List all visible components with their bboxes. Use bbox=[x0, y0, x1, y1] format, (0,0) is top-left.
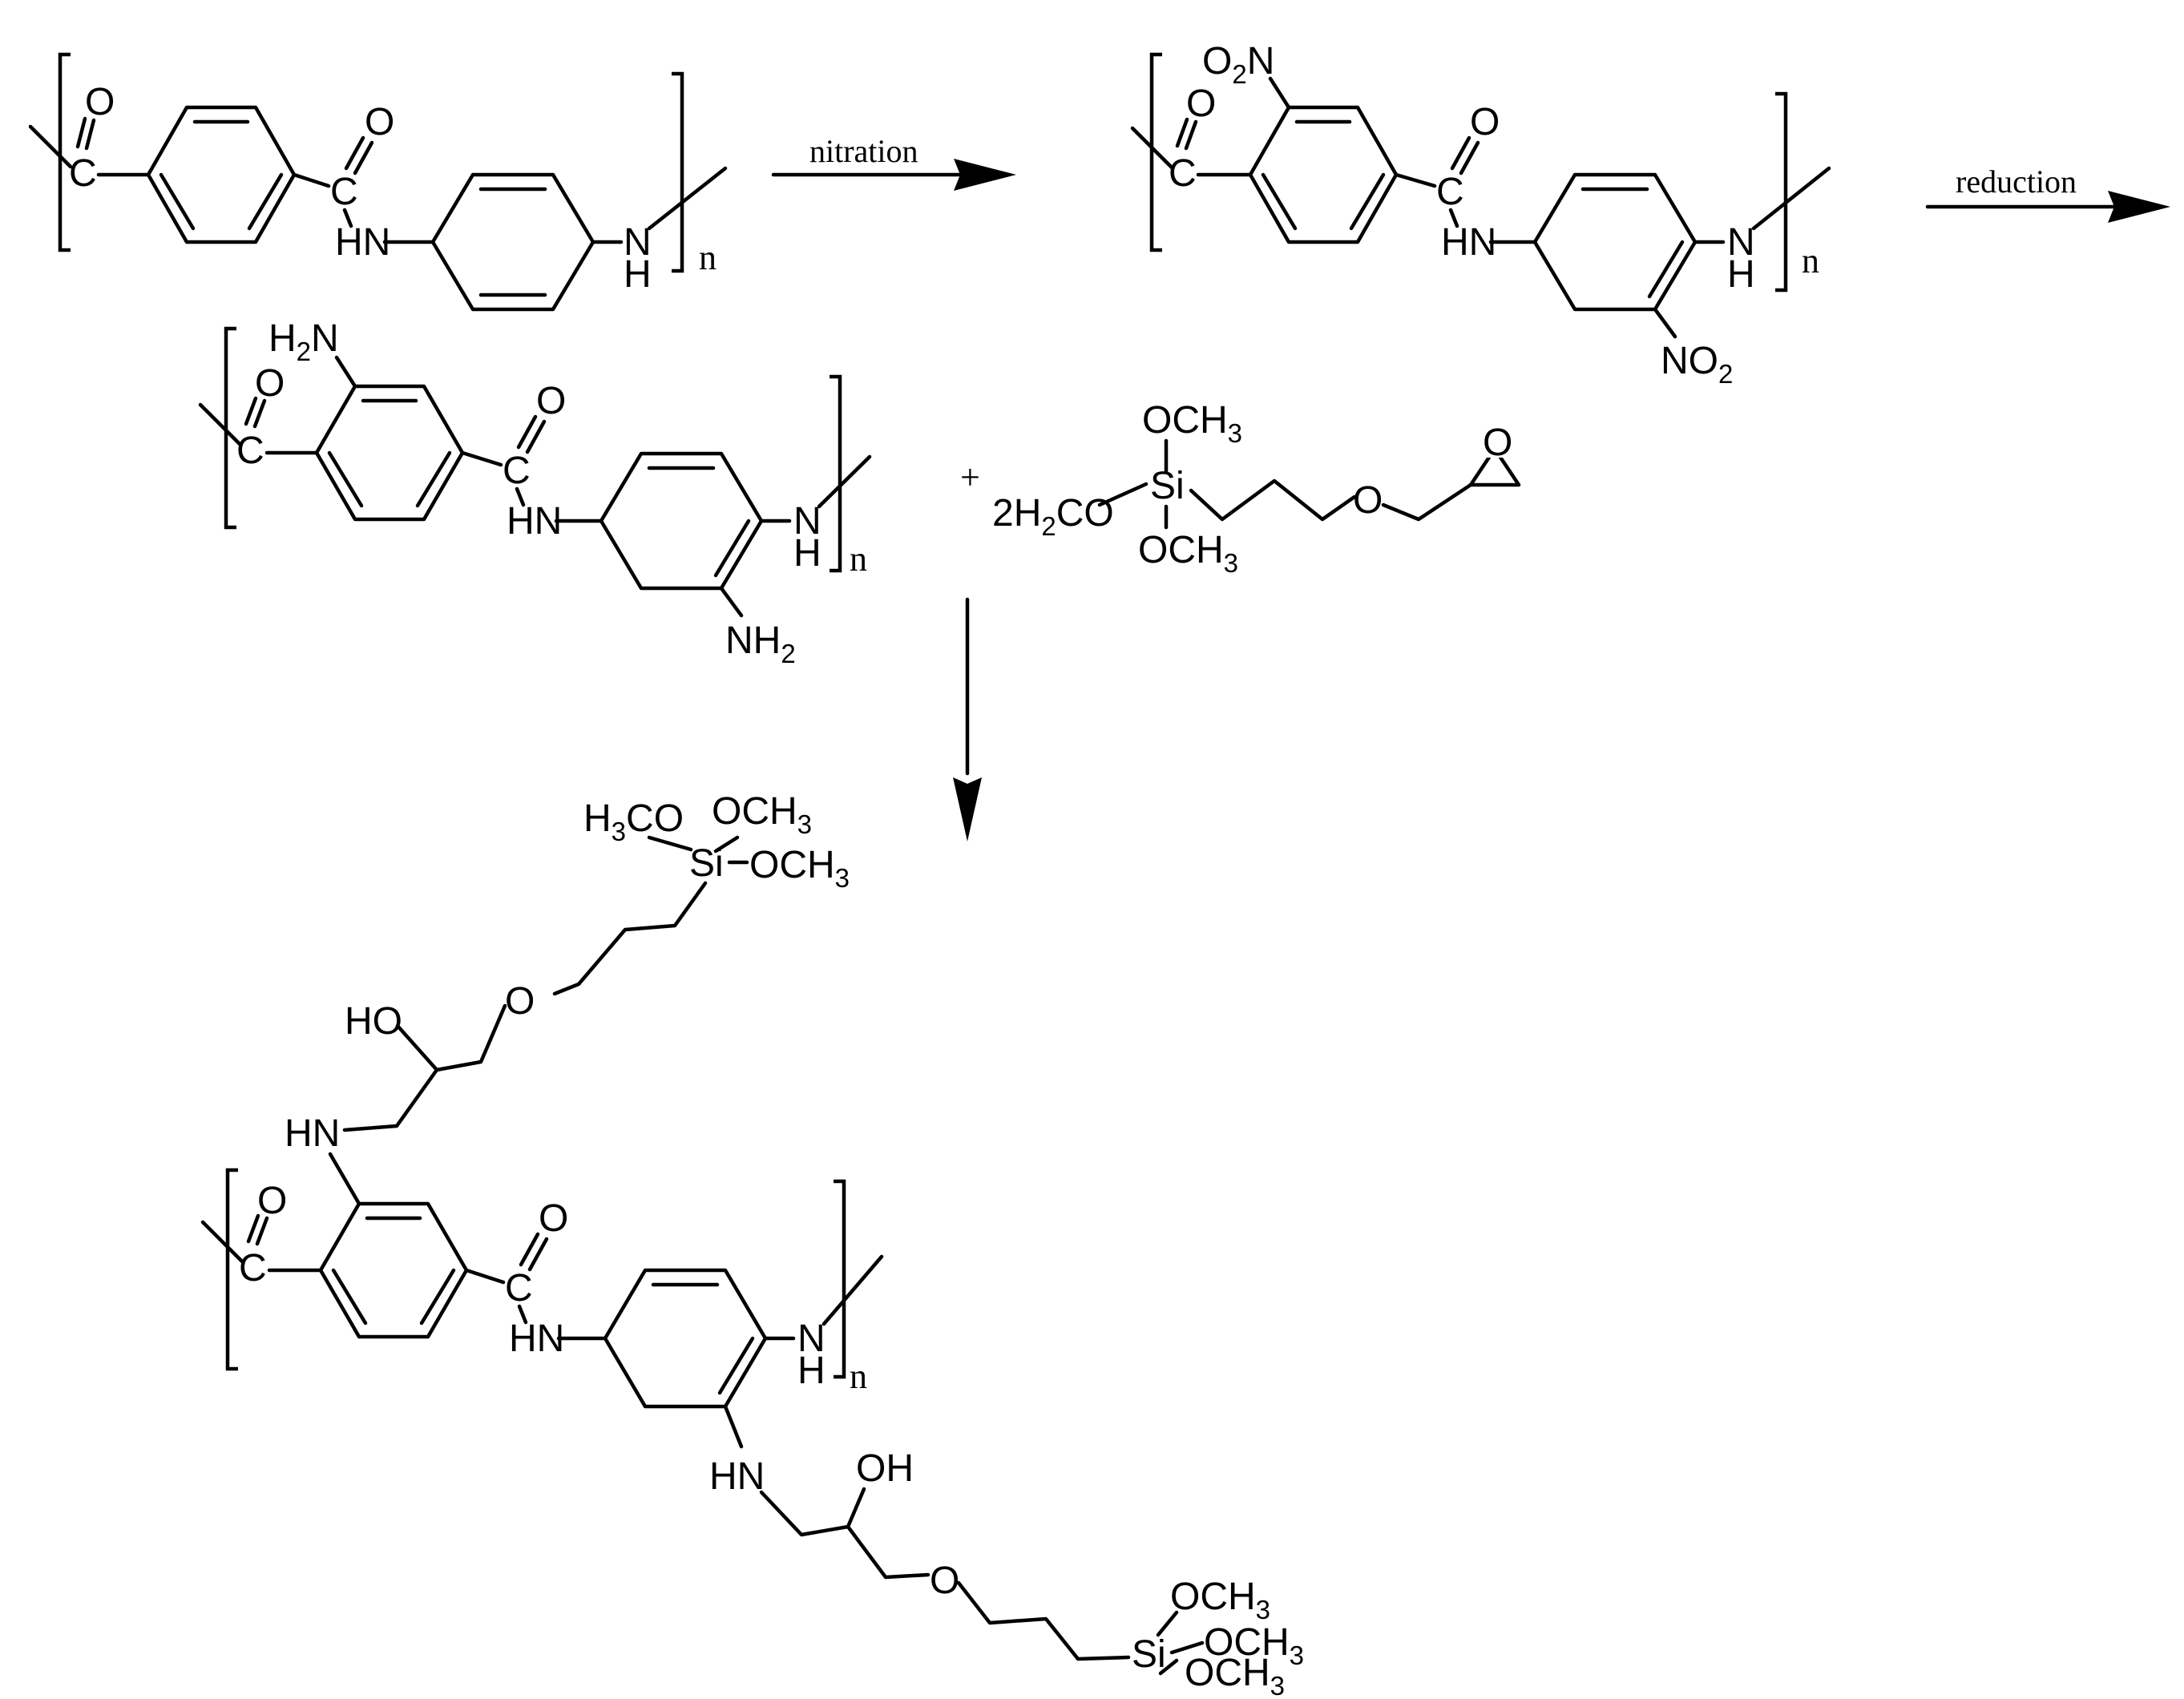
epoxide-o-label: O bbox=[1483, 422, 1512, 464]
no2-label: NO2 bbox=[1661, 340, 1733, 389]
reagent-si-label: Si bbox=[1150, 465, 1185, 507]
bottom-och3-top: OCH3 bbox=[1170, 1576, 1270, 1624]
epoxy-silane-reagent: OCH3 Si OCH3 2H2CO O O bbox=[992, 399, 1521, 578]
svg-text:n: n bbox=[1802, 241, 1819, 280]
bottom-och3-right: OCH3 bbox=[1204, 1621, 1304, 1670]
nitrophenylene-ring bbox=[1532, 172, 1698, 312]
top-ho-label: HO bbox=[345, 1000, 402, 1043]
svg-text:O: O bbox=[255, 362, 285, 405]
left-bracket bbox=[1149, 52, 1162, 252]
svg-text:HN: HN bbox=[1441, 221, 1496, 264]
product-benzene-ring bbox=[318, 1201, 469, 1339]
top-och3-label: OCH3 bbox=[712, 790, 812, 839]
svg-text:HN: HN bbox=[507, 500, 562, 543]
dinitro-polyamide: C O O2N C O HN NO2 N H n bbox=[1130, 40, 1831, 389]
svg-text:O: O bbox=[1186, 83, 1216, 125]
reduction-label: reduction bbox=[1956, 163, 2077, 200]
svg-text:H: H bbox=[797, 1350, 826, 1392]
amide-hn-label: HN bbox=[335, 221, 390, 264]
arrowhead bbox=[954, 159, 1016, 191]
aminophenylene-ring bbox=[599, 451, 764, 591]
svg-text:N: N bbox=[797, 1318, 826, 1360]
top-och3-right-label: OCH3 bbox=[749, 844, 850, 893]
bottom-oh-label: OH bbox=[856, 1447, 914, 1490]
silane-grafted-polyamide: H3CO OCH3 Si OCH3 O HO HN C O C O HN bbox=[200, 790, 1304, 1699]
nh2-label: NH2 bbox=[725, 619, 796, 668]
svg-text:H: H bbox=[793, 532, 822, 575]
bottom-ether-o-label: O bbox=[930, 1560, 959, 1602]
svg-text:n: n bbox=[850, 539, 867, 579]
svg-text:C: C bbox=[1436, 171, 1464, 213]
bottom-si-label: Si bbox=[1132, 1633, 1166, 1676]
amine-n-label: N bbox=[624, 221, 652, 264]
svg-text:C: C bbox=[503, 450, 531, 492]
reagent-och3-bottom: OCH3 bbox=[1138, 529, 1238, 578]
carbonyl-c-label: C bbox=[69, 152, 97, 195]
nitration-label: nitration bbox=[809, 133, 918, 169]
svg-text:O: O bbox=[365, 101, 394, 143]
top-hn-label: HN bbox=[285, 1112, 340, 1155]
svg-text:O: O bbox=[539, 1197, 568, 1240]
carbonyl-o-label: O bbox=[85, 81, 115, 123]
diamino-polyamide: C O H2N C O HN NH2 N H n bbox=[198, 317, 872, 668]
ether-o-label: O bbox=[1353, 479, 1383, 522]
benzene-ring bbox=[146, 105, 297, 244]
repeat-index: n bbox=[699, 238, 717, 277]
svg-text:O: O bbox=[536, 380, 566, 422]
starting-polyamide: C O C O HN N H n bbox=[28, 52, 728, 312]
product-phenylene-ring bbox=[603, 1268, 768, 1409]
right-bracket bbox=[1775, 91, 1788, 293]
reagent-och3-top: OCH3 bbox=[1142, 399, 1242, 448]
svg-text:C: C bbox=[505, 1267, 533, 1310]
svg-text:O: O bbox=[1470, 101, 1500, 143]
bottom-hn-label: HN bbox=[709, 1455, 765, 1498]
svg-text:C: C bbox=[330, 171, 358, 213]
plus-sign: + bbox=[960, 458, 980, 497]
nitration-arrow: nitration bbox=[771, 133, 1016, 191]
propyl-chain bbox=[1189, 478, 1357, 522]
top-propyl-chain bbox=[552, 881, 708, 996]
h2n-label: H2N bbox=[268, 317, 339, 366]
reagent-h2co-label: 2H2CO bbox=[992, 492, 1114, 541]
svg-text:O: O bbox=[257, 1180, 287, 1222]
reduction-arrow: reduction bbox=[1925, 163, 2170, 223]
top-ether-o-label: O bbox=[505, 980, 535, 1023]
bottom-propyl-chain bbox=[956, 1580, 1131, 1661]
left-bracket bbox=[58, 52, 71, 252]
nitrobenzene-ring bbox=[1248, 105, 1399, 244]
svg-text:C: C bbox=[1169, 152, 1197, 195]
svg-text:N: N bbox=[793, 500, 822, 543]
right-bracket bbox=[672, 71, 684, 273]
svg-text:H: H bbox=[1727, 253, 1755, 296]
svg-text:C: C bbox=[236, 430, 264, 472]
phenylene-ring bbox=[430, 172, 595, 312]
epoxide-ring bbox=[1468, 446, 1521, 487]
arrowhead bbox=[2108, 191, 2170, 223]
amine-h-label: H bbox=[624, 253, 652, 296]
carbonyl-double-bond bbox=[84, 118, 96, 151]
svg-text:HN: HN bbox=[509, 1318, 564, 1360]
svg-text:N: N bbox=[1727, 221, 1755, 264]
end-bond bbox=[28, 124, 73, 169]
bottom-och3-bottom: OCH3 bbox=[1185, 1652, 1285, 1699]
h3co-label: H3CO bbox=[583, 797, 684, 846]
down-arrow bbox=[953, 597, 982, 841]
o2n-label: O2N bbox=[1202, 40, 1274, 89]
svg-text:C: C bbox=[239, 1247, 267, 1289]
svg-text:n: n bbox=[850, 1357, 867, 1396]
arrowhead bbox=[953, 777, 982, 841]
aminobenzene-ring bbox=[314, 384, 465, 522]
